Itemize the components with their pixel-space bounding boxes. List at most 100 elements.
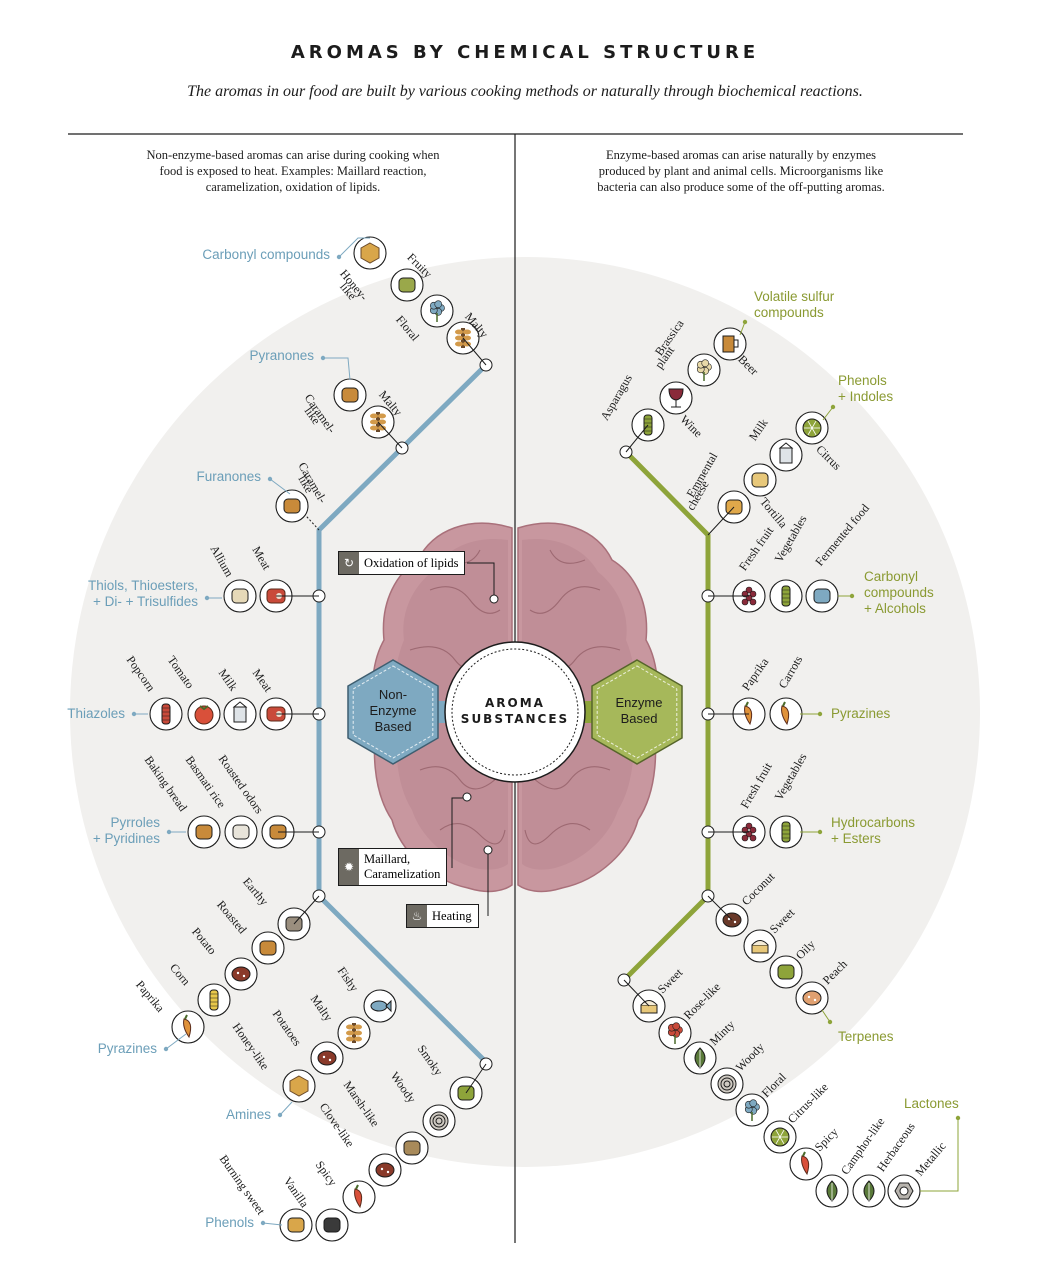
process-oxidation: ↻ Oxidation of lipids <box>338 551 466 575</box>
brassica-icon <box>687 353 721 387</box>
beer-icon-shape <box>722 335 735 353</box>
wheat-icon-shape <box>370 419 378 425</box>
corn-icon <box>197 983 231 1017</box>
left-hex <box>347 659 439 765</box>
left-hex-inner <box>352 665 434 759</box>
coconut-icon-shape <box>733 920 737 924</box>
tortilla-icon <box>743 463 777 497</box>
cake-icon-shape <box>751 940 769 946</box>
chili-icon-shape <box>355 1184 359 1190</box>
honeycomb-icon <box>353 236 387 270</box>
peach-icon <box>795 981 829 1015</box>
milk-carton-icon-shape <box>233 706 247 723</box>
process-heating: ♨ Heating <box>406 904 479 928</box>
burning-icon <box>279 1208 313 1242</box>
beer-icon <box>713 327 747 361</box>
right-category-leader-0 <box>739 321 746 336</box>
milk-carton-icon-shape <box>779 447 793 464</box>
wheat-icon-shape <box>346 1030 354 1036</box>
process-maillard-text: Maillard, Caramelization <box>364 852 446 882</box>
right-category-label: Terpenes <box>838 1029 894 1045</box>
grapes-icon-shape <box>749 598 757 606</box>
brain-fold-9 <box>549 549 586 564</box>
milk-carton-icon <box>223 697 257 731</box>
intro-non-enzyme: Non-enzyme-based aromas can arise during… <box>146 148 440 194</box>
left-category-line: Amines <box>225 1107 271 1122</box>
peach-icon-shape <box>813 998 817 1002</box>
right-hex-label-0: Enzyme <box>616 695 663 710</box>
potato-icon <box>310 1041 344 1075</box>
nut-icon-shape <box>899 1186 909 1196</box>
left-category-leader-7 <box>279 1101 293 1116</box>
fermented-icon-shape <box>813 588 831 604</box>
wood-icon <box>710 1067 744 1101</box>
right-branch-1 <box>707 506 735 536</box>
clove-icon-shape <box>375 1162 395 1178</box>
right-hex-inner <box>596 665 678 759</box>
grapes-icon-shape <box>749 590 757 598</box>
wheat-icon-shape <box>370 425 378 431</box>
left-category-label: Thiols, Thioesters,+ Di- + Trisulfides <box>88 578 198 610</box>
grapes-icon-shape <box>745 822 753 830</box>
carrot-icon <box>769 697 803 731</box>
right-category-line: Phenols <box>838 373 887 388</box>
left-category-label: Amines <box>226 1107 271 1123</box>
left-branch-0 <box>462 337 487 366</box>
wheat-icon-shape <box>354 1030 362 1036</box>
honeycomb-icon-shape <box>289 1075 309 1097</box>
mint-icon <box>683 1041 717 1075</box>
wood-icon-shape <box>435 1117 443 1125</box>
wine-icon-shape <box>668 388 684 401</box>
left-category-line: + Pyridines <box>92 831 160 846</box>
right-branch-6 <box>623 979 650 1007</box>
wheat-icon-shape <box>354 1024 362 1030</box>
left-branch-5 <box>293 895 320 925</box>
citrus-icon-shape <box>807 427 813 436</box>
left-category-label: Thiazoles <box>67 706 125 722</box>
citrus-icon-shape <box>811 420 817 429</box>
peach-icon-shape <box>802 990 822 1006</box>
right-category-line: compounds <box>754 305 824 320</box>
rose-icon-shape <box>672 1022 681 1030</box>
wheat-icon-shape <box>463 329 471 335</box>
tomato-icon-shape <box>199 705 209 711</box>
right-category-line: compounds <box>864 585 934 600</box>
wheat-icon-shape <box>346 1024 354 1030</box>
citrus-icon-shape <box>779 1136 785 1145</box>
clove-icon-shape <box>386 1170 390 1174</box>
citrus-icon-shape <box>775 1129 781 1138</box>
wheat-icon-shape <box>455 335 463 341</box>
maillard-pointer <box>451 797 466 868</box>
right-hex <box>591 659 683 765</box>
process-oxidation-label: Oxidation of lipids <box>364 555 459 570</box>
left-category-line: Pyranones <box>249 348 314 363</box>
tortilla-icon-shape <box>751 472 769 488</box>
garlic-icon <box>223 579 257 613</box>
wheat-icon-shape <box>370 413 378 419</box>
paprika-icon-shape <box>183 1018 192 1039</box>
center-circle <box>444 641 586 783</box>
heating-dot <box>483 845 493 855</box>
coconut-icon-shape <box>727 917 731 921</box>
honeycomb-icon <box>282 1069 316 1103</box>
left-branch-6 <box>465 1063 487 1094</box>
milk-carton-icon-shape <box>232 701 248 708</box>
right-category-line: + Esters <box>831 831 881 846</box>
page-title: AROMAS BY CHEMICAL STRUCTURE <box>290 42 760 63</box>
wheat-icon-shape <box>378 413 386 419</box>
potato-icon-shape <box>242 974 246 978</box>
flower-icon-shape <box>434 300 443 308</box>
center-title-2: SUBSTANCES <box>461 712 569 726</box>
oxidation-pointer <box>467 562 495 598</box>
right-branch-5 <box>707 895 733 921</box>
paprika-icon-shape <box>745 701 749 707</box>
pear-icon-shape <box>398 277 416 293</box>
pear-icon <box>390 268 424 302</box>
potato-icon-shape <box>231 966 251 982</box>
rose-icon <box>658 1016 692 1050</box>
potato-icon-shape <box>328 1058 332 1062</box>
right-category-line: + Indoles <box>838 389 894 404</box>
oxidation-icon: ↻ <box>339 552 359 574</box>
right-category-leader-5 <box>821 1009 831 1023</box>
grapes-icon-shape <box>741 834 749 842</box>
